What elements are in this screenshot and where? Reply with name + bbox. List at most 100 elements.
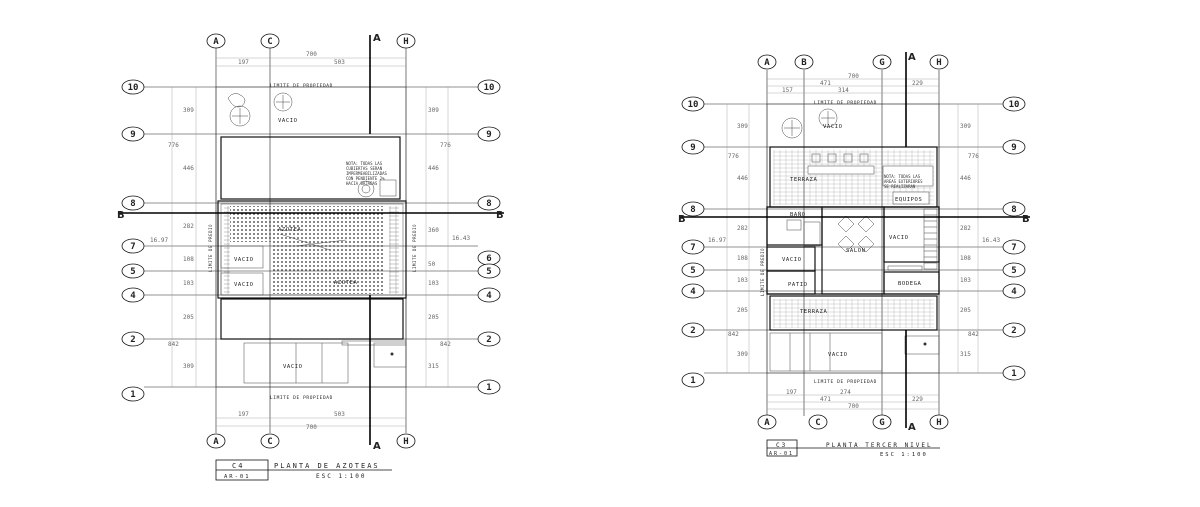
dim-right: 842 [440,341,451,348]
dim-left: 842 [728,331,739,338]
roof-volume [220,136,401,200]
svg-text:1: 1 [486,383,491,393]
plan-title: PLANTA TERCER NIVEL [826,442,933,449]
dim-top-sub: 157 [782,87,793,94]
svg-text:B: B [801,58,807,68]
axis-bubble: A [757,414,777,430]
svg-text:9: 9 [486,130,491,140]
dim-right: 108 [960,255,971,262]
axis-bubble: 6 [477,250,501,266]
svg-text:G: G [879,418,884,428]
svg-text:4: 4 [1011,287,1017,297]
axis-bubble: H [396,433,416,449]
dim-right: 842 [968,331,979,338]
svg-text:2: 2 [130,335,135,345]
room-label: VACIO [234,257,254,263]
svg-text:NOTA: TODAS LAS: NOTA: TODAS LAS [884,174,921,179]
svg-text:7: 7 [130,242,135,252]
dim-right: 205 [960,307,971,314]
predio-limit-label: LIMITE DE PREDIO [412,224,417,272]
axis-bubble: 9 [1002,139,1026,155]
svg-text:H: H [403,37,408,47]
sheet-number: C3 [776,442,787,449]
grid-bubbles: A B G H A C G H 10 9 8 7 5 4 2 1 10 9 8 … [681,54,1026,430]
axis-bubble: 5 [681,262,705,278]
svg-text:SE REALIZARAN: SE REALIZARAN [884,184,916,189]
axis-bubble: 8 [477,195,501,211]
dim-left: 309 [183,107,194,114]
dim-right: 103 [428,280,439,287]
dim-left: 309 [183,363,194,370]
dim-right: 103 [960,277,971,284]
svg-text:8: 8 [130,199,135,209]
dim-left: 108 [737,255,748,262]
svg-text:6: 6 [486,254,491,264]
svg-text:NOTA: TODAS LAS: NOTA: TODAS LAS [346,161,383,166]
cut-label-b: B [496,210,504,221]
room-label: VACIO [889,235,909,241]
svg-text:HACIA BAJADAS: HACIA BAJADAS [346,181,378,186]
plan-scale: ESC 1:100 [316,473,367,480]
svg-text:CON PENDIENTE 2%: CON PENDIENTE 2% [346,176,385,181]
svg-text:1: 1 [1011,369,1016,379]
dim-left: 282 [737,225,748,232]
axis-bubble: 5 [477,263,501,279]
dim-bottom-sub: 197 [786,389,797,396]
dim-bottom-total: 700 [848,403,859,410]
svg-text:1: 1 [690,376,695,386]
property-limit-label: LIMITE DE PROPIEDAD [814,100,877,106]
room-label: VACIO [828,352,848,358]
room-label: EQUIPOS [895,197,922,203]
dim-bottom-left: 471 [820,396,831,403]
plan-azoteas: 700 197 503 197 503 700 309 776 446 282 … [117,33,504,481]
cut-label-a: A [373,441,381,452]
dim-left: 446 [183,165,194,172]
svg-text:8: 8 [1011,205,1016,215]
sheet-reference: AR-01 [769,451,794,457]
dim-bottom-total: 700 [306,424,317,431]
cut-label-b: B [1022,214,1030,225]
dim-right: 50 [428,261,436,268]
title-block: C3 AR-01 PLANTA TERCER NIVEL ESC 1:100 [766,439,940,458]
axis-bubble: A [206,433,226,449]
axis-bubble: 7 [1002,239,1026,255]
room-label: TERRAZA [790,177,817,183]
dim-right: 446 [428,165,439,172]
axis-bubble: 1 [1002,365,1026,381]
axis-bubble: G [872,414,892,430]
room-label: AZOTEA [334,280,358,286]
dim-left: 205 [183,314,194,321]
tree-icon [781,108,838,139]
tree-icon [227,92,293,127]
cut-label-b: B [678,214,686,225]
axis-bubble: 8 [681,201,705,217]
dim-right-total: 16.43 [452,235,470,242]
dim-right: 309 [960,123,971,130]
dim-left: 103 [183,280,194,287]
axis-bubble: C [808,414,828,430]
dim-right: 446 [960,175,971,182]
svg-text:5: 5 [486,267,491,277]
svg-text:2: 2 [486,335,491,345]
property-limit-label: LIMITE DE PROPIEDAD [270,395,333,401]
property-limit-label: LIMITE DE PROPIEDAD [814,379,877,385]
dim-left: 205 [737,307,748,314]
axis-bubble: B [794,54,814,70]
svg-text:4: 4 [130,291,136,301]
svg-text:C: C [267,37,272,47]
dim-bottom-left: 197 [238,411,249,418]
plan-title: PLANTA DE AZOTEAS [274,462,380,470]
note-block: NOTA: TODAS LAS CUBIERTAS SERAN IMPERMEA… [346,161,388,186]
axis-bubble: 2 [681,322,705,338]
dim-left: 446 [737,175,748,182]
room-label: PATIO [788,282,808,288]
room-label: VACIO [782,257,802,263]
axis-bubble: H [929,414,949,430]
dim-left-total: 16.97 [150,237,168,244]
room-label: AZOTEA [278,227,302,233]
axis-bubble: 4 [681,283,705,299]
sheet-number: C4 [232,462,244,470]
dim-bottom-right: 229 [912,396,923,403]
roof-slab [217,200,407,299]
